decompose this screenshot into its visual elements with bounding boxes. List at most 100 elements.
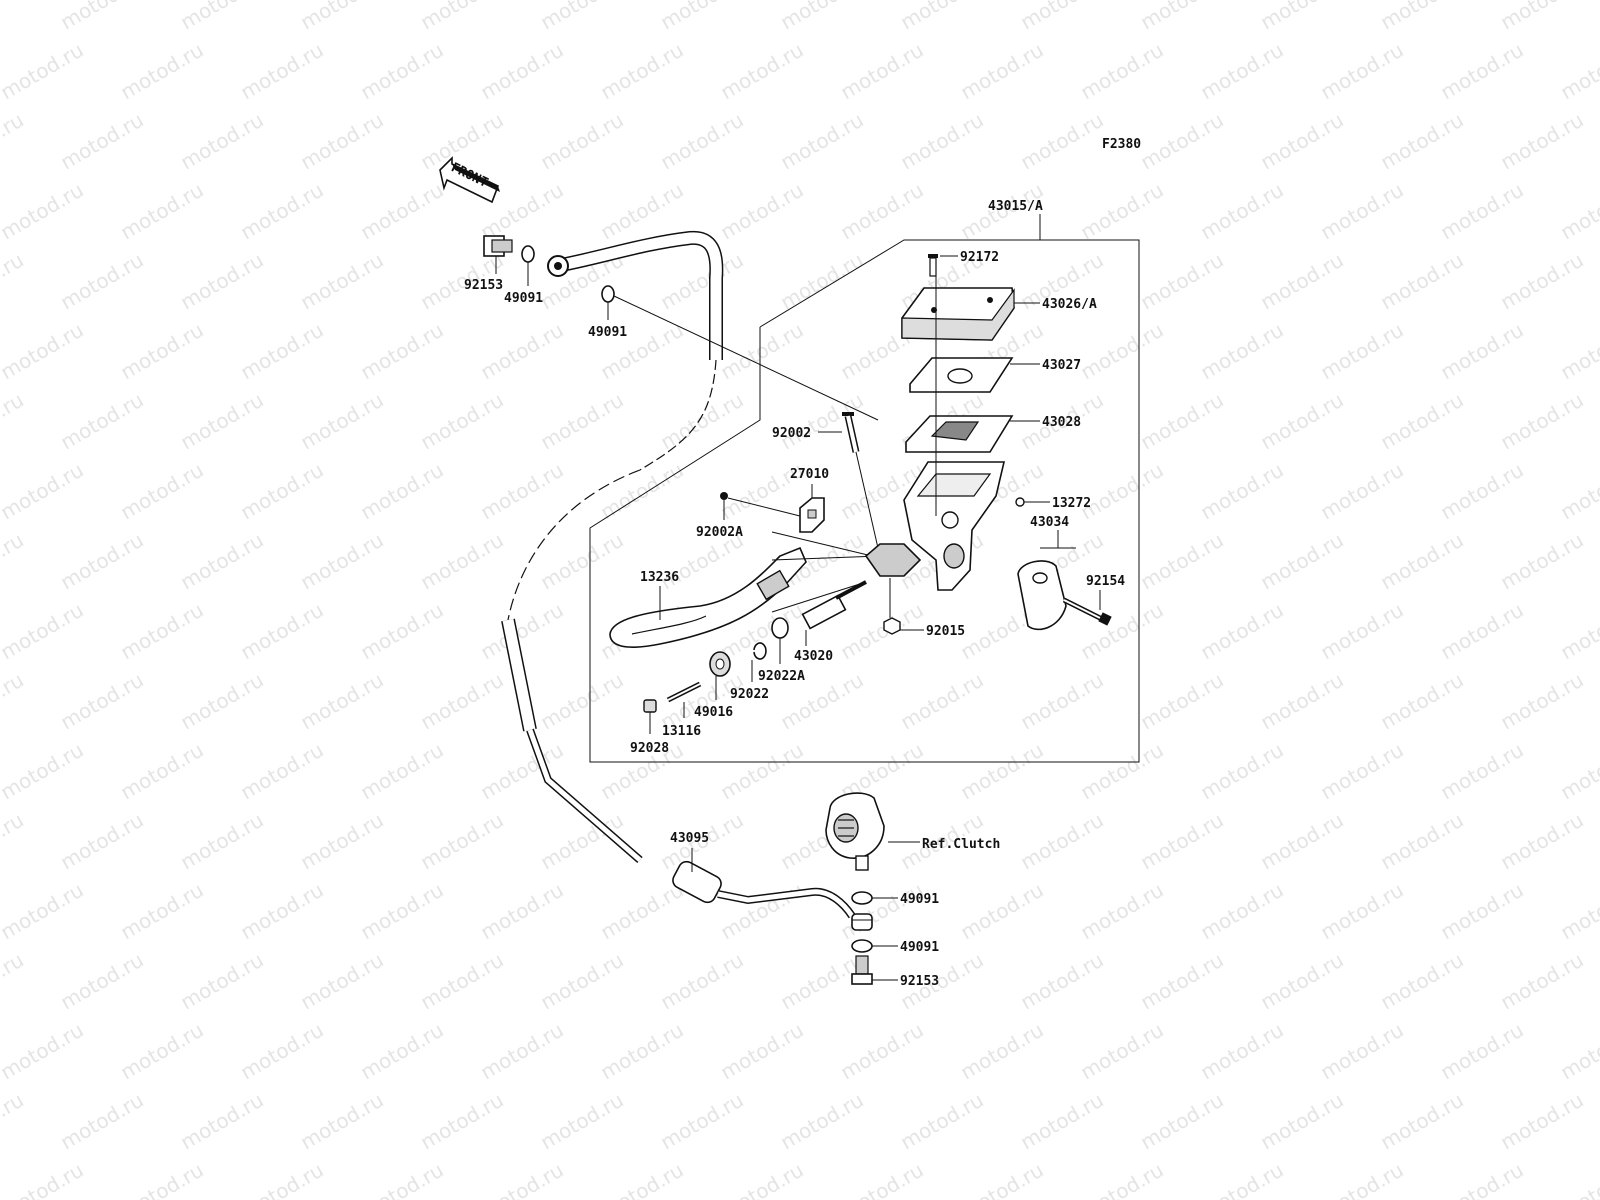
label-92002: 92002 xyxy=(772,426,811,441)
boot-49016-icon xyxy=(709,651,731,677)
label-43027: 43027 xyxy=(1042,358,1081,373)
watermark: motod.ru xyxy=(1256,0,1347,34)
lever-pivot-block-icon xyxy=(864,543,922,577)
label-49016: 49016 xyxy=(694,705,733,720)
watermark: motod.ru xyxy=(1316,178,1407,245)
watermark: motod.ru xyxy=(1076,598,1167,665)
watermark: motod.ru xyxy=(0,948,28,1015)
watermark: motod.ru xyxy=(0,178,88,245)
bleeder-13272-icon xyxy=(1015,497,1025,507)
watermark: motod.ru xyxy=(656,0,747,34)
watermark: motod.ru xyxy=(656,388,747,455)
leader-92002a-a xyxy=(727,497,801,517)
watermark: motod.ru xyxy=(776,108,867,175)
watermark: motod.ru xyxy=(0,1158,88,1200)
watermark: motod.ru xyxy=(1556,178,1600,245)
watermark: motod.ru xyxy=(1556,318,1600,385)
watermark: motod.ru xyxy=(236,738,327,805)
watermark: motod.ru xyxy=(1316,1158,1407,1200)
label-49091-top-b: 49091 xyxy=(588,325,627,340)
watermark: motod.ru xyxy=(176,0,267,34)
watermark: motod.ru xyxy=(476,1158,567,1200)
watermark: motod.ru xyxy=(0,1018,88,1085)
watermark: motod.ru xyxy=(1136,0,1227,34)
watermark: motod.ru xyxy=(1556,738,1600,805)
banjo-bolt-bottom-icon xyxy=(851,955,873,985)
watermark: motod.ru xyxy=(356,318,447,385)
watermark: motod.ru xyxy=(416,808,507,875)
banjo-fitting-bottom-icon xyxy=(851,913,873,931)
watermark: motod.ru xyxy=(56,108,147,175)
watermark: motod.ru xyxy=(1556,1018,1600,1085)
watermark: motod.ru xyxy=(836,598,927,665)
watermark: motod.ru xyxy=(116,1158,207,1200)
watermark: motod.ru xyxy=(776,248,867,315)
watermark: motod.ru xyxy=(656,948,747,1015)
watermark: motod.ru xyxy=(716,738,807,805)
cap-92028-icon xyxy=(643,699,657,713)
watermark: motod.ru xyxy=(1316,38,1407,105)
washer-top-b-icon xyxy=(601,285,615,303)
watermark: motod.ru xyxy=(116,1018,207,1085)
watermark: motod.ru xyxy=(536,948,627,1015)
watermark: motod.ru xyxy=(1376,808,1467,875)
watermark: motod.ru xyxy=(296,0,387,34)
watermark: motod.ru xyxy=(1256,1088,1347,1155)
watermark: motod.ru xyxy=(1316,1018,1407,1085)
label-43095: 43095 xyxy=(670,831,709,846)
label-49091-bottom-b: 49091 xyxy=(900,940,939,955)
watermark: motod.ru xyxy=(1436,738,1527,805)
watermark: motod.ru xyxy=(896,668,987,735)
watermark: motod.ru xyxy=(0,808,28,875)
washer-bottom-b-icon xyxy=(851,939,873,953)
label-43034: 43034 xyxy=(1030,515,1069,530)
watermark: motod.ru xyxy=(176,808,267,875)
watermark: motod.ru xyxy=(536,668,627,735)
watermark: motod.ru xyxy=(1016,108,1107,175)
leader-lever-a xyxy=(771,555,881,561)
watermark: motod.ru xyxy=(1436,38,1527,105)
watermark: motod.ru xyxy=(1076,178,1167,245)
label-43015a: 43015/A xyxy=(988,199,1043,214)
watermark: motod.ru xyxy=(116,38,207,105)
watermark: motod.ru xyxy=(236,878,327,945)
watermark: motod.ru xyxy=(0,668,28,735)
watermark: motod.ru xyxy=(476,738,567,805)
watermark: motod.ru xyxy=(356,458,447,525)
leader-lever-c xyxy=(771,581,867,613)
watermark: motod.ru xyxy=(356,598,447,665)
watermark: motod.ru xyxy=(176,108,267,175)
watermark: motod.ru xyxy=(1016,1088,1107,1155)
watermark: motod.ru xyxy=(1496,528,1587,595)
watermark: motod.ru xyxy=(1076,318,1167,385)
watermark: motod.ru xyxy=(236,598,327,665)
label-49091-bottom-a: 49091 xyxy=(900,892,939,907)
watermark: motod.ru xyxy=(416,528,507,595)
watermark: motod.ru xyxy=(1136,248,1227,315)
watermark: motod.ru xyxy=(56,0,147,34)
watermark: motod.ru xyxy=(56,1088,147,1155)
watermark: motod.ru xyxy=(536,528,627,595)
clutch-lever-icon xyxy=(609,546,807,648)
watermark: motod.ru xyxy=(416,1088,507,1155)
watermark: motod.ru xyxy=(896,1088,987,1155)
watermark: motod.ru xyxy=(1136,1088,1227,1155)
watermark: motod.ru xyxy=(1556,598,1600,665)
watermark: motod.ru xyxy=(1316,458,1407,525)
washer-92022a-icon xyxy=(771,617,789,639)
watermark: motod.ru xyxy=(1556,878,1600,945)
watermark: motod.ru xyxy=(1376,1088,1467,1155)
watermark: motod.ru xyxy=(296,948,387,1015)
banjo-bolt-top-icon xyxy=(483,235,513,257)
watermark: motod.ru xyxy=(1376,0,1467,34)
watermark: motod.ru xyxy=(476,878,567,945)
watermark: motod.ru xyxy=(1076,1018,1167,1085)
watermark: motod.ru xyxy=(236,178,327,245)
watermark: motod.ru xyxy=(1256,808,1347,875)
label-92153-bottom: 92153 xyxy=(900,974,939,989)
watermark: motod.ru xyxy=(776,0,867,34)
watermark: motod.ru xyxy=(1076,38,1167,105)
watermark: motod.ru xyxy=(1496,1088,1587,1155)
label-13236: 13236 xyxy=(640,570,679,585)
